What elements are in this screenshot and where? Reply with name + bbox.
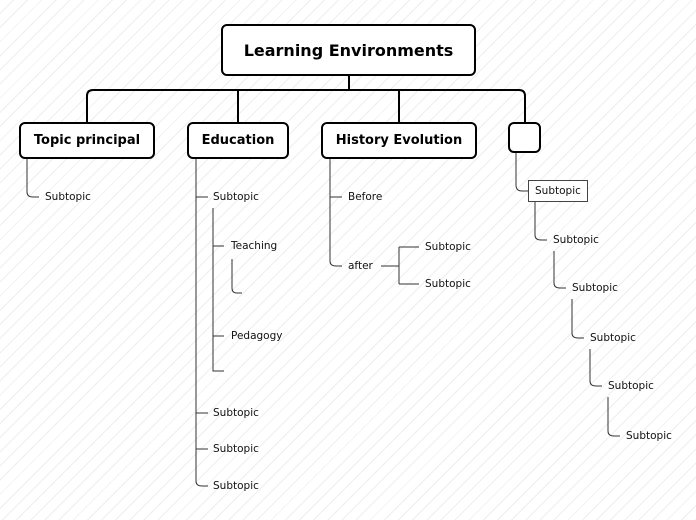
main-topic-history-evolution[interactable]: History Evolution: [321, 122, 477, 159]
main-topic-label: History Evolution: [335, 133, 463, 148]
connector-chain-0: [515, 152, 528, 192]
subtopic-pedagogy[interactable]: Pedagogy: [231, 330, 283, 342]
main-topic-education[interactable]: Education: [187, 122, 289, 159]
main-topic-label: Topic principal: [33, 133, 141, 148]
subtopic[interactable]: Subtopic: [213, 480, 259, 492]
connector-history-trunk: [329, 159, 342, 267]
subtopic[interactable]: Subtopic: [213, 443, 259, 455]
subtopic-after[interactable]: after: [348, 260, 373, 272]
subtopic[interactable]: Subtopic: [45, 191, 91, 203]
connector-education-group: [212, 208, 224, 372]
connector-chain-2: [553, 251, 566, 289]
main-topic-topic-principal[interactable]: Topic principal: [19, 122, 155, 159]
root-topic-label: Learning Environments: [243, 40, 454, 60]
subtopic[interactable]: Subtopic: [425, 241, 471, 253]
connector-chain-3: [571, 299, 584, 339]
connector-chain-5: [607, 397, 620, 437]
subtopic[interactable]: Subtopic: [425, 278, 471, 290]
root-topic[interactable]: Learning Environments: [221, 24, 476, 76]
subtopic[interactable]: Subtopic: [553, 234, 599, 246]
connector-education-trunk: [195, 159, 208, 487]
subtopic[interactable]: Subtopic: [213, 191, 259, 203]
subtopic-teaching[interactable]: Teaching: [231, 240, 278, 252]
subtopic[interactable]: Subtopic: [572, 282, 618, 294]
main-topic-empty[interactable]: [508, 122, 541, 153]
connector-teaching-empty: [231, 259, 242, 294]
subtopic-selected[interactable]: Subtopic: [528, 180, 588, 202]
main-topic-label: Education: [201, 133, 275, 148]
subtopic[interactable]: Subtopic: [608, 380, 654, 392]
connector-chain-4: [589, 349, 602, 387]
subtopic[interactable]: Subtopic: [213, 407, 259, 419]
main-branch-bar: [86, 89, 526, 122]
subtopic[interactable]: Subtopic: [626, 430, 672, 442]
subtopic[interactable]: Subtopic: [590, 332, 636, 344]
connector-chain-1: [534, 202, 547, 241]
subtopic-before[interactable]: Before: [348, 191, 383, 203]
connector-topic1-sub: [26, 159, 39, 198]
